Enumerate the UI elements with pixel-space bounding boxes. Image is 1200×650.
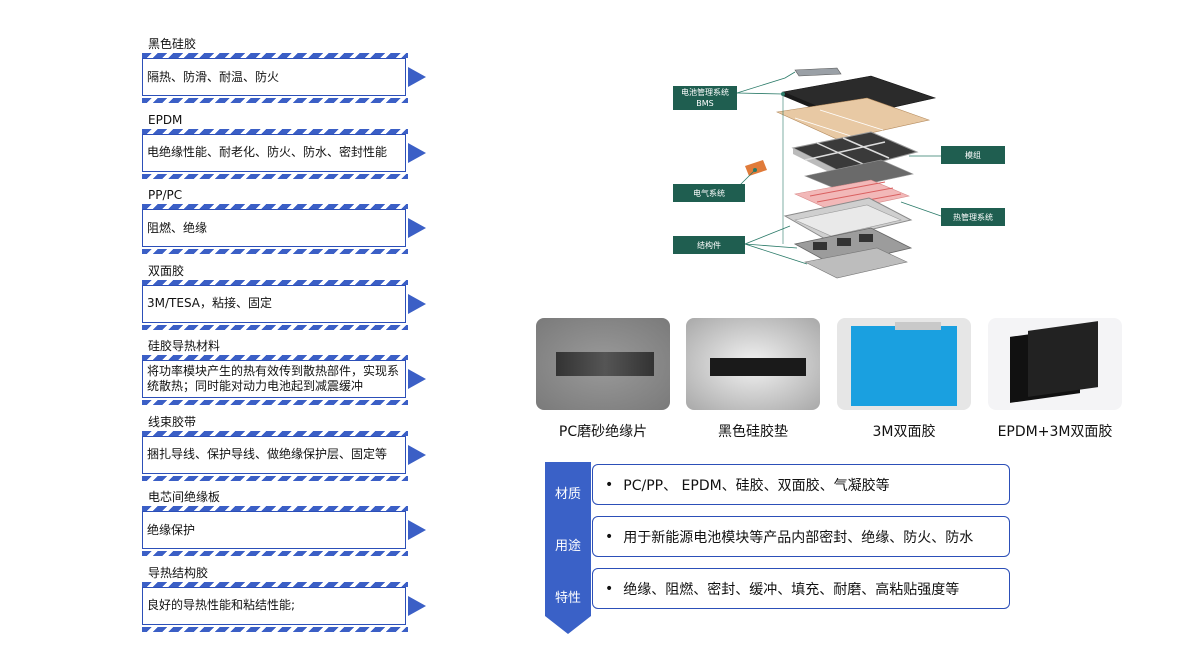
info-value: 用于新能源电池模块等产品内部密封、绝缘、防火、防水 — [623, 529, 974, 546]
stripe-divider — [142, 204, 408, 209]
material-title: 导热结构胶 — [148, 565, 209, 580]
material-item: 导热结构胶 良好的导热性能和粘结性能; — [140, 563, 440, 639]
material-item: 硅胶导热材料 将功率模块产生的热有效传到散热部件，实现系统散热；同时能对动力电池… — [140, 336, 440, 412]
label-structure-text: 结构件 — [697, 240, 721, 250]
stripe-divider — [142, 400, 408, 405]
material-desc: 电绝缘性能、耐老化、防火、防水、密封性能 — [147, 145, 388, 159]
info-side-bar — [545, 462, 591, 634]
product-card: PC磨砂绝缘片 — [536, 318, 670, 440]
product-card: 黑色硅胶垫 — [686, 318, 820, 440]
product-label: PC磨砂绝缘片 — [558, 424, 648, 440]
info-value: 绝缘、阻燃、密封、缓冲、填充、耐磨、高粘贴强度等 — [623, 581, 960, 598]
battery-pack-exploded-diagram: 电池管理系统 BMS 模组 电气系统 热管理系统 结构件 — [645, 48, 1026, 284]
material-title: 黑色硅胶 — [148, 37, 197, 51]
arrow-right-icon — [408, 218, 426, 238]
material-desc: 隔热、防滑、耐温、防火 — [147, 69, 280, 84]
stripe-divider — [142, 279, 408, 285]
stripe-divider — [142, 475, 408, 481]
label-thermal: 热管理系统 — [941, 208, 1005, 226]
product-photo-pc-sheet — [536, 318, 670, 410]
label-module: 模组 — [941, 146, 1005, 164]
label-bms-line2: BMS — [696, 99, 714, 108]
arrow-right-icon — [408, 444, 426, 465]
material-desc: 良好的导热性能和粘结性能; — [147, 598, 296, 612]
material-desc-box: 良好的导热性能和粘结性能; — [142, 586, 406, 625]
label-thermal-text: 热管理系统 — [953, 212, 993, 222]
product-label: EPDM+3M双面胶 — [997, 424, 1113, 440]
stripe-divider — [142, 626, 408, 632]
material-desc-box: 绝缘保护 — [142, 511, 406, 549]
material-desc-box: 阻燃、绝缘 — [142, 209, 406, 247]
product-card: 3M双面胶 — [837, 318, 971, 440]
info-row-feature: • 绝缘、阻燃、密封、缓冲、填充、耐磨、高粘贴强度等 — [592, 568, 1010, 609]
material-item: PP/PC 阻燃、绝缘 — [140, 185, 440, 261]
material-title: PP/PC — [148, 188, 183, 202]
stripe-divider — [142, 53, 408, 58]
stripe-divider — [142, 249, 408, 254]
bullet-icon: • — [605, 528, 614, 545]
material-item: 黑色硅胶 隔热、防滑、耐温、防火 — [140, 34, 440, 110]
arrow-right-icon — [408, 595, 426, 616]
info-row-usage: • 用于新能源电池模块等产品内部密封、绝缘、防火、防水 — [592, 516, 1010, 557]
material-desc-box: 将功率模块产生的热有效传到散热部件，实现系统散热；同时能对动力电池起到减震缓冲 — [142, 360, 406, 398]
stripe-divider — [142, 355, 408, 360]
label-electrical: 电气系统 — [673, 184, 745, 202]
material-desc: 将功率模块产生的热有效传到散热部件，实现系统散热；同时能对动力电池起到减震缓冲 — [147, 364, 400, 393]
product-label: 3M双面胶 — [872, 424, 936, 440]
stripe-divider — [142, 430, 408, 436]
material-title: EPDM — [148, 112, 183, 127]
material-item: 双面胶 3M/TESA，粘接、固定 — [140, 261, 440, 337]
label-bms: 电池管理系统 BMS — [673, 86, 737, 110]
stripe-divider — [142, 551, 408, 556]
material-desc: 3M/TESA，粘接、固定 — [147, 296, 272, 310]
material-list: 黑色硅胶 隔热、防滑、耐温、防火 EPDM 电绝缘性能、耐老化、防火、防水、密封… — [140, 34, 440, 638]
material-title: 线束胶带 — [148, 414, 197, 429]
material-desc-box: 捆扎导线、保护导线、做绝缘保护层、固定等 — [142, 435, 406, 474]
info-value: PC/PP、 EPDM、硅胶、双面胶、气凝胶等 — [623, 477, 890, 494]
stripe-divider — [142, 581, 408, 587]
product-label: 黑色硅胶垫 — [718, 424, 788, 440]
stripe-divider — [142, 173, 408, 179]
product-photo-3m-tape — [837, 318, 971, 410]
material-item: 电芯间绝缘板 绝缘保护 — [140, 487, 440, 563]
label-module-text: 模组 — [965, 150, 981, 160]
product-photo-epdm-tape — [988, 318, 1122, 410]
material-desc: 绝缘保护 — [147, 522, 196, 537]
arrow-right-icon — [408, 369, 426, 389]
label-bms-line1: 电池管理系统 — [681, 88, 729, 97]
stripe-divider — [142, 98, 408, 103]
material-desc-box: 3M/TESA，粘接、固定 — [142, 284, 406, 323]
bullet-icon: • — [605, 580, 614, 597]
bullet-icon: • — [605, 476, 614, 493]
material-title: 硅胶导热材料 — [148, 339, 221, 353]
info-key: 特性 — [554, 591, 581, 606]
info-row-material: • PC/PP、 EPDM、硅胶、双面胶、气凝胶等 — [592, 464, 1010, 505]
stripe-divider — [142, 324, 408, 330]
material-desc: 阻燃、绝缘 — [147, 220, 208, 235]
label-structure: 结构件 — [673, 236, 745, 254]
arrow-right-icon — [408, 67, 426, 87]
material-desc: 捆扎导线、保护导线、做绝缘保护层、固定等 — [147, 447, 388, 461]
arrow-right-icon — [408, 293, 426, 314]
arrow-right-icon — [408, 142, 426, 163]
product-photo-silicone-pad — [686, 318, 820, 410]
material-desc-box: 隔热、防滑、耐温、防火 — [142, 58, 406, 96]
info-key: 用途 — [554, 539, 581, 554]
stripe-divider — [142, 128, 408, 134]
label-electrical-text: 电气系统 — [693, 188, 725, 198]
material-item: 线束胶带 捆扎导线、保护导线、做绝缘保护层、固定等 — [140, 412, 440, 488]
arrow-right-icon — [408, 520, 426, 540]
material-title: 双面胶 — [148, 263, 185, 278]
material-item: EPDM 电绝缘性能、耐老化、防火、防水、密封性能 — [140, 110, 440, 186]
product-card: EPDM+3M双面胶 — [988, 318, 1122, 440]
info-key: 材质 — [554, 487, 581, 502]
battery-pack-illustration — [736, 67, 942, 279]
material-desc-box: 电绝缘性能、耐老化、防火、防水、密封性能 — [142, 133, 406, 172]
material-title: 电芯间绝缘板 — [148, 490, 221, 504]
stripe-divider — [142, 506, 408, 511]
